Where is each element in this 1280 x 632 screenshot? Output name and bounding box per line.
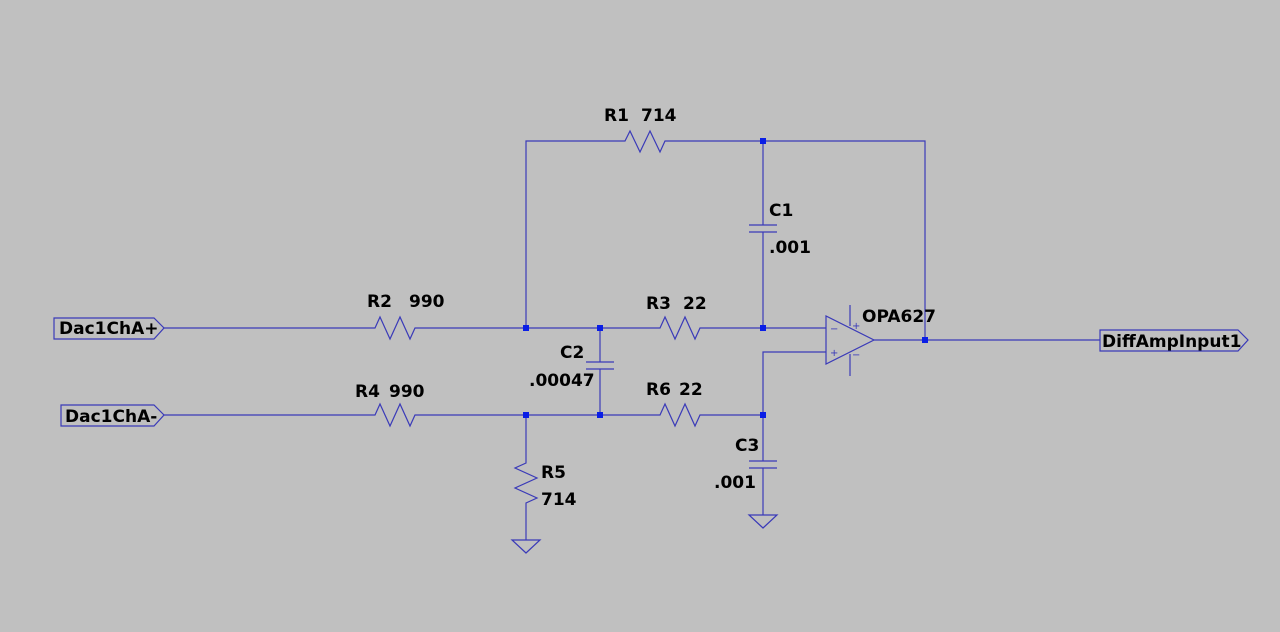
resistor-r4[interactable] (370, 402, 420, 428)
r3-value: 22 (683, 294, 707, 314)
capacitor-c3[interactable] (749, 460, 777, 469)
r1-value: 714 (641, 106, 677, 126)
opamp-minus-pin: − (830, 324, 838, 335)
r1-ref: R1 (604, 106, 629, 126)
r2-ref: R2 (367, 292, 392, 312)
port-dac1cha-plus-label: Dac1ChA+ (59, 319, 158, 339)
junction-dot (523, 325, 529, 331)
wire-r1-left (525, 140, 620, 328)
c3-ref: C3 (735, 436, 759, 456)
resistor-r1[interactable] (620, 129, 670, 154)
opamp-vminus-pin: − (852, 350, 860, 361)
r5-ref: R5 (541, 463, 566, 483)
r3-ref: R3 (646, 294, 671, 314)
resistor-r3[interactable] (655, 315, 705, 341)
r5-value: 714 (541, 490, 577, 510)
opamp-plus-pin: + (830, 348, 838, 359)
opamp-ref: OPA627 (862, 307, 936, 327)
c3-value: .001 (714, 473, 756, 493)
opamp-vplus-pin: + (852, 321, 860, 332)
resistor-r6[interactable] (655, 402, 705, 428)
opamp-u1[interactable]: − + + − (825, 305, 876, 376)
port-dac1cha-minus-label: Dac1ChA- (65, 407, 157, 427)
wire-opamp-plus (762, 351, 826, 415)
junction-dot (523, 412, 529, 418)
port-diffampinput1-label: DiffAmpInput1 (1102, 332, 1241, 352)
ground-icon (510, 539, 542, 554)
r4-value: 990 (389, 382, 425, 402)
port-dac1cha-minus[interactable]: Dac1ChA- (60, 404, 165, 427)
wires (164, 140, 1100, 540)
resistor-r2[interactable] (370, 315, 420, 341)
r2-value: 990 (409, 292, 445, 312)
c2-ref: C2 (560, 343, 584, 363)
junction-dot (597, 325, 603, 331)
junction-dot (922, 337, 928, 343)
port-dac1cha-plus[interactable]: Dac1ChA+ (53, 317, 165, 340)
r6-value: 22 (679, 380, 703, 400)
capacitor-c2[interactable] (586, 361, 614, 370)
junction-dot (760, 325, 766, 331)
capacitor-c1[interactable] (749, 224, 777, 233)
junction-dot (597, 412, 603, 418)
junction-dot (760, 138, 766, 144)
ground-icon (747, 514, 779, 529)
c2-value: .00047 (529, 371, 595, 391)
wire-r1-right (670, 140, 926, 340)
c1-ref: C1 (769, 201, 793, 221)
resistor-r5[interactable] (513, 458, 539, 508)
r6-ref: R6 (646, 380, 671, 400)
junctions (523, 138, 928, 418)
junction-dot (760, 412, 766, 418)
r4-ref: R4 (355, 382, 380, 402)
port-diffampinput1[interactable]: DiffAmpInput1 (1099, 329, 1249, 352)
c1-value: .001 (769, 238, 811, 258)
